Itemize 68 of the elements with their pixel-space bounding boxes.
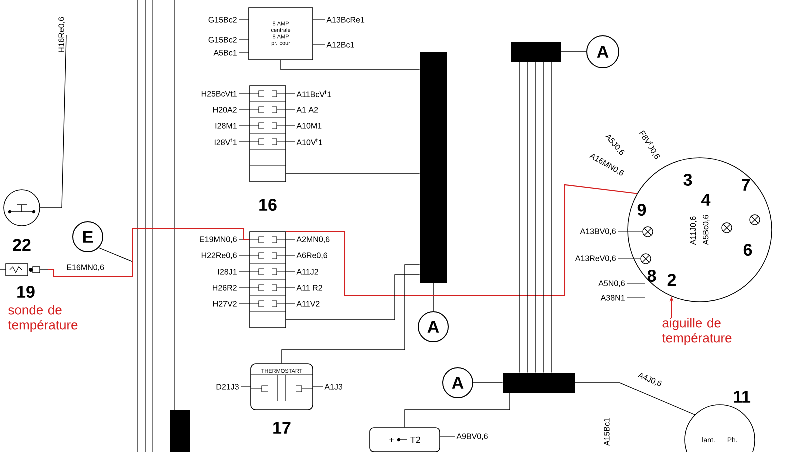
wire: [433, 282, 434, 312]
wire: [48, 228, 250, 278]
component-number: 22: [13, 239, 31, 251]
wire-label: A2MN0,6: [296, 236, 330, 244]
wire-label: A11 R2: [296, 285, 322, 291]
wire-label: H16Re0,6: [58, 17, 66, 52]
wire-label: A5N0,6: [598, 280, 625, 288]
annotation: aiguille de température: [662, 318, 732, 346]
wire: [282, 264, 420, 364]
wire: [40, 34, 67, 208]
leader-line: [98, 248, 134, 262]
component-number: 17: [274, 422, 291, 434]
harness-bar: [503, 373, 575, 393]
connector-block: [250, 86, 286, 182]
wire-label: A6Re0,6: [296, 252, 328, 260]
harness-bar: [420, 52, 447, 283]
wire-label: A5Bc1: [214, 50, 237, 56]
component-number: 19: [18, 286, 35, 298]
wire-label: I28M1: [216, 123, 237, 129]
wire-label: A10V$^{t}$1: [296, 138, 322, 146]
terminal-number: 7: [742, 179, 750, 191]
wire-label: A11V2: [296, 301, 320, 307]
terminal-number: 8: [648, 270, 656, 282]
wire-label: A13BV0,6: [580, 228, 616, 236]
harness-bar: [170, 410, 190, 452]
wire-label: H25BcVt1: [202, 91, 237, 97]
connector-block: [250, 232, 286, 328]
terminal-number: 9: [638, 204, 646, 216]
wire-label: D21J3: [216, 384, 239, 390]
switch-symbol: [4, 190, 40, 226]
harness-bar: [511, 42, 561, 62]
annotation: sonde de température: [8, 305, 78, 332]
wire-label: A11J2: [296, 269, 318, 275]
component-number: 16: [260, 198, 277, 212]
wire-label: A9BV0,6: [456, 434, 488, 440]
wire-label: H26R2: [213, 285, 237, 291]
wire-label: A38N1: [600, 295, 625, 301]
terminal-number: 6: [744, 244, 752, 256]
wire-label: A11BcV$^{t}$1: [296, 90, 332, 98]
sensor-symbol: [0, 264, 48, 276]
terminal-number: 2: [668, 274, 676, 286]
wire-label: A15Bc1: [604, 418, 610, 446]
wire: [574, 382, 696, 416]
component-box: + T2: [370, 428, 440, 452]
wire: [404, 392, 510, 428]
wire-label: A4J0,6: [638, 373, 662, 386]
terminal-number: 4: [702, 194, 711, 206]
wire-label: H27V2: [214, 301, 237, 307]
terminal-number: 3: [684, 174, 692, 186]
wire: [280, 60, 420, 70]
wire-label: I28V$^{t}$1: [214, 138, 237, 146]
wire-label: E19MN0,6: [200, 236, 237, 244]
wire-label: A13BcRe1: [326, 17, 365, 23]
wire-label: A13ReV0,6: [575, 256, 616, 262]
wire-label: G15Bc2: [208, 37, 237, 43]
wire-label: H22Re0,6: [202, 252, 237, 260]
wire-label: A1J3: [324, 384, 343, 390]
wire: [286, 274, 420, 320]
wire: [473, 382, 504, 384]
wire-label: I28J1: [218, 269, 237, 275]
wire-label: G15Bc2: [208, 17, 237, 23]
wire-label: A1 A2: [296, 107, 318, 113]
wire-label: A10M1: [296, 123, 322, 129]
wire-label: A12Bc1: [326, 42, 354, 48]
component-number: 11: [734, 391, 751, 403]
wire-label: H20A2: [214, 107, 237, 113]
wire-label: E16MN0,6: [67, 264, 104, 272]
wire: [286, 184, 638, 296]
